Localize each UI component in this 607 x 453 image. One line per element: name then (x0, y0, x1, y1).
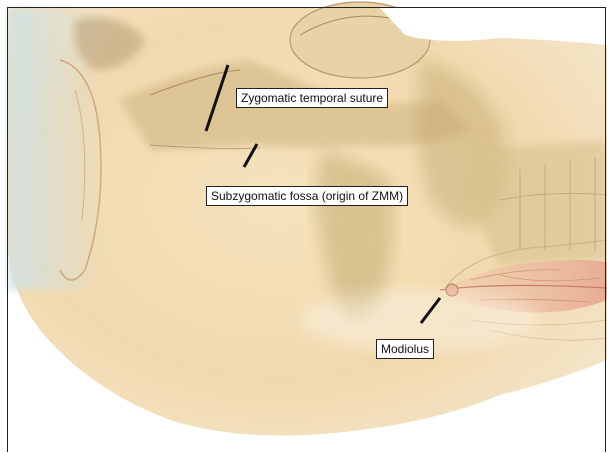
label-zygomatic-temporal-suture: Zygomatic temporal suture (236, 88, 388, 108)
label-subzygomatic-fossa: Subzygomatic fossa (origin of ZMM) (206, 186, 408, 206)
label-modiolus: Modiolus (376, 339, 434, 359)
